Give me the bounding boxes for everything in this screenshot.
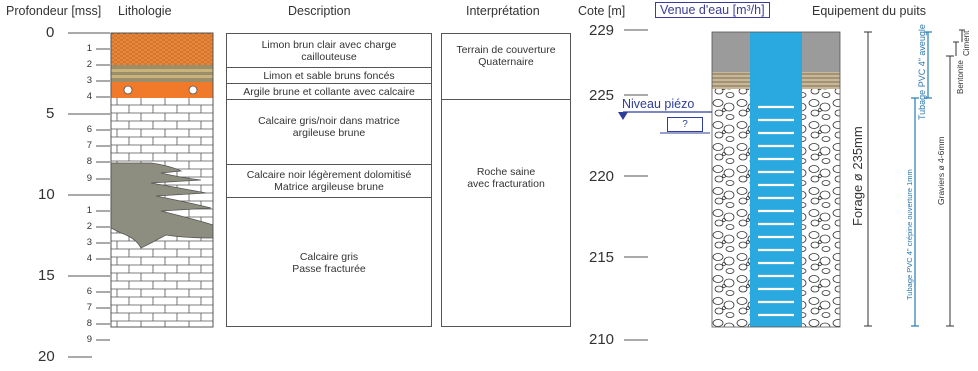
desc-limon-brun: Limon brun clair avec charge caillouteus… — [261, 38, 397, 63]
depth-minor-4: 4 — [86, 91, 92, 102]
depth-scale — [68, 32, 110, 358]
depth-label-20: 20 — [38, 348, 55, 365]
interpretation-column: Terrain de couverture Quaternaire Roche … — [441, 33, 571, 327]
label-ciment: Ciment — [962, 30, 971, 56]
cote-label-210: 210 — [589, 331, 615, 348]
litho-argile — [111, 82, 213, 98]
interp-roche-saine: Roche saine avec fracturation — [442, 99, 570, 328]
litho-calcaire-noir — [110, 162, 214, 249]
label-bentonite: Bentonite — [956, 60, 965, 94]
header-lithologie: Lithologie — [118, 4, 172, 18]
label-forage: Forage ø 235mm — [850, 126, 865, 226]
desc-argile: Argile brune et collante avec calcaire — [227, 83, 431, 99]
cote-label-215: 215 — [589, 249, 615, 266]
cote-label-225: 225 — [589, 87, 615, 104]
label-tubage-aveugle: Tubage PVC 4" aveugle — [917, 24, 927, 120]
litho-limon-brun — [111, 33, 213, 65]
header-profondeur: Profondeur [mss] — [6, 4, 102, 18]
venue-eau-line — [660, 132, 710, 134]
depth-minor-14: 4 — [86, 253, 92, 264]
header-venue-eau: Venue d'eau [m³/h] — [655, 2, 770, 18]
depth-minor-8: 8 — [86, 156, 92, 167]
depth-minor-9: 9 — [86, 173, 92, 184]
niveau-piezo-label: Niveau piézo — [622, 97, 695, 111]
litho-limon-sable — [111, 65, 213, 82]
header-description: Description — [288, 4, 351, 18]
depth-minor-13: 3 — [86, 237, 92, 248]
well-tubage — [750, 32, 802, 327]
venue-eau-box: ? — [667, 117, 703, 132]
label-crepine: Tubage PVC 4" crépine ouverture 1mm — [905, 169, 914, 300]
depth-minor-18: 8 — [86, 318, 92, 329]
cote-label-229: 229 — [589, 22, 615, 39]
depth-label-10: 10 — [38, 186, 55, 203]
depth-minor-7: 7 — [86, 140, 92, 151]
depth-label-5: 5 — [46, 105, 55, 122]
label-graviers: Graviers ø 4-6mm — [936, 136, 946, 205]
description-column: Limon brun clair avec charge caillouteus… — [226, 33, 432, 327]
piezo-marker — [618, 111, 725, 120]
depth-label-15: 15 — [38, 267, 55, 284]
well-bentonite-left — [712, 72, 750, 89]
desc-limon-sable: Limon et sable bruns foncés — [227, 67, 431, 83]
header-interpretation: Interprétation — [466, 4, 540, 18]
venue-eau-value: ? — [682, 119, 688, 130]
well-graviers-right — [802, 89, 840, 327]
depth-minor-1: 1 — [86, 43, 92, 54]
depth-minor-2: 2 — [86, 59, 92, 70]
well-brackets — [864, 29, 965, 327]
well-graviers-left — [712, 89, 750, 327]
depth-minor-19: 9 — [86, 334, 92, 345]
well-diagram — [711, 31, 841, 328]
desc-calcaire-gris-noir: Calcaire gris/noir dans matrice argileus… — [227, 99, 431, 164]
well-bentonite-right — [802, 72, 840, 89]
desc-calcaire-gris: Calcaire gris Passe fracturée — [227, 197, 431, 328]
well-ciment-right — [802, 32, 840, 72]
cote-label-220: 220 — [589, 168, 615, 185]
depth-minor-6: 6 — [86, 124, 92, 135]
lithology-column — [110, 32, 214, 328]
depth-minor-3: 3 — [86, 75, 92, 86]
depth-minor-12: 2 — [86, 221, 92, 232]
cote-scale — [624, 29, 648, 341]
depth-minor-16: 6 — [86, 286, 92, 297]
header-cote: Cote [m] — [578, 4, 626, 18]
well-ciment-left — [712, 32, 750, 72]
depth-minor-17: 7 — [86, 302, 92, 313]
header-equipement: Equipement du puits — [812, 4, 926, 18]
desc-calcaire-noir: Calcaire noir légèrement dolomitisé Matr… — [227, 164, 431, 197]
interp-couverture: Terrain de couverture Quaternaire — [456, 44, 556, 68]
depth-label-0: 0 — [46, 24, 55, 41]
depth-minor-11: 1 — [86, 205, 92, 216]
well-crepine-slots — [758, 105, 794, 317]
